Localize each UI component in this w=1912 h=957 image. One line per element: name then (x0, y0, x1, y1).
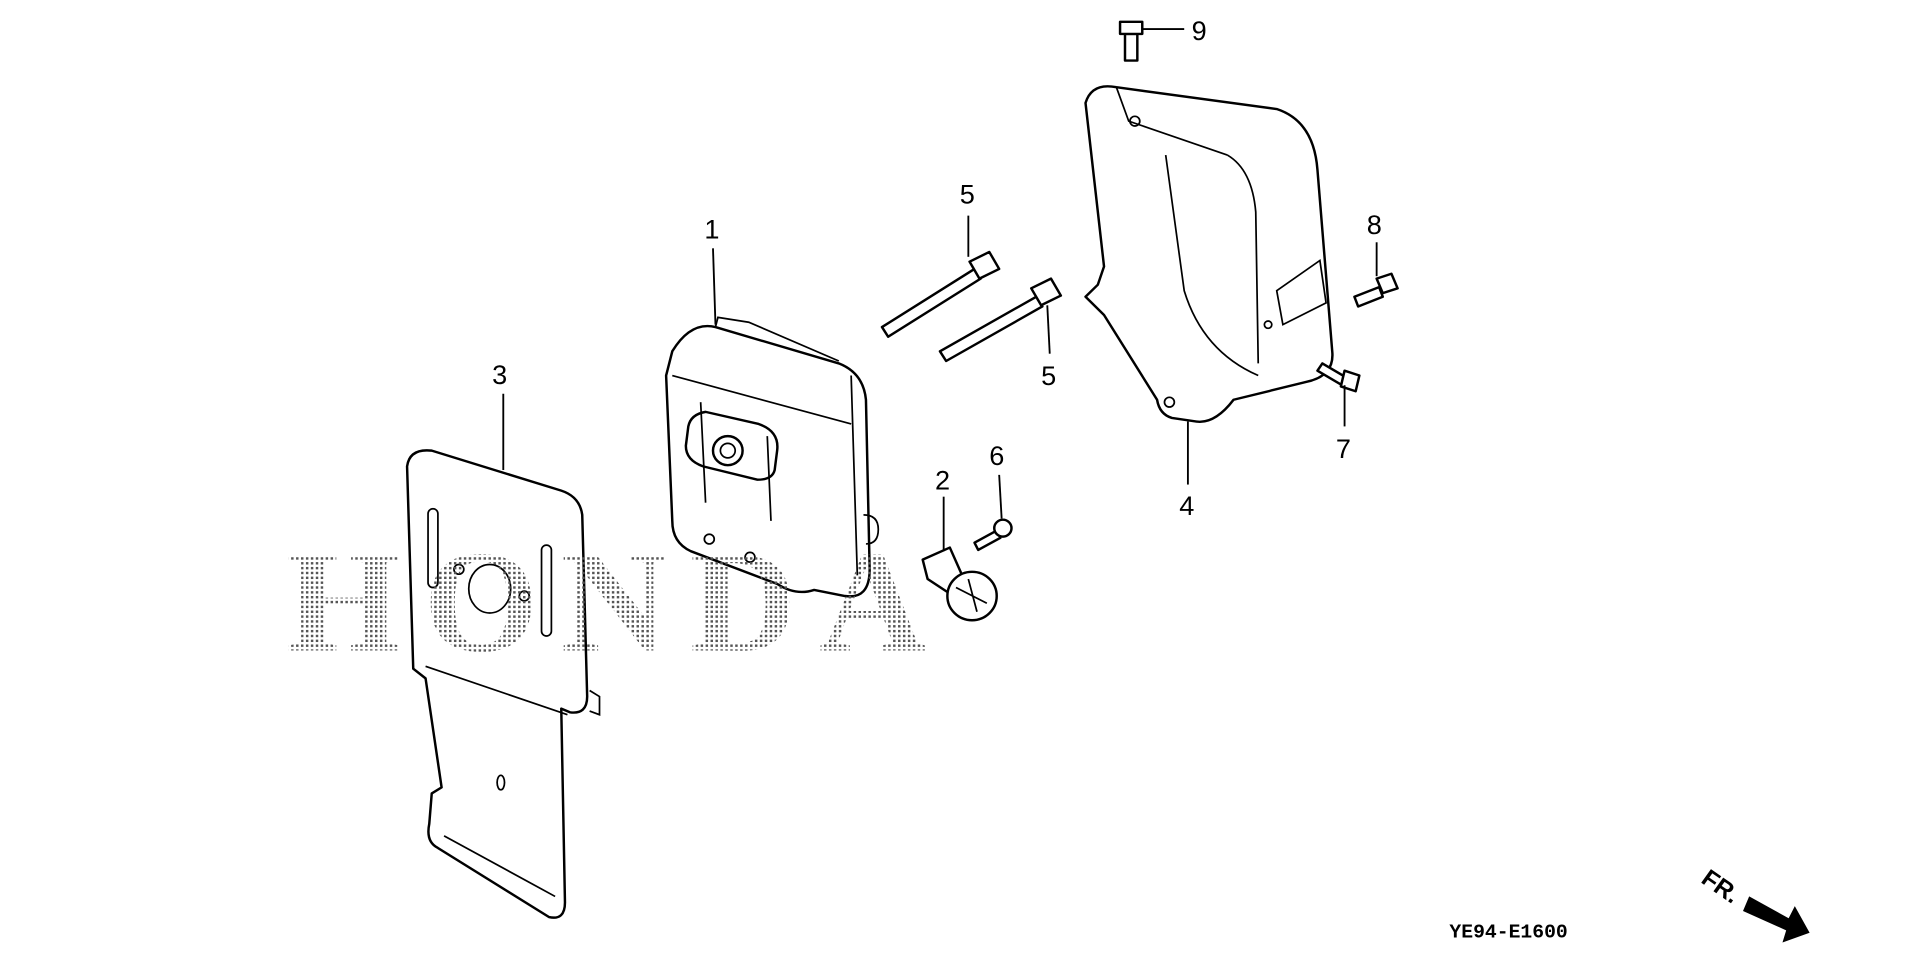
callout-8: 8 (1367, 210, 1382, 240)
part-4-protector[interactable] (1084, 85, 1334, 423)
part-6-screw[interactable] (973, 518, 1013, 552)
part-3-plate[interactable] (405, 449, 601, 919)
part-2-spark-arrester[interactable] (921, 546, 998, 622)
part-5-bolt-upper[interactable] (880, 250, 1001, 338)
part-5-bolt-lower[interactable] (938, 277, 1063, 363)
part-1-muffler[interactable] (664, 316, 880, 598)
part-8-bolt[interactable] (1353, 272, 1399, 308)
callout-7: 7 (1336, 434, 1351, 464)
callout-5-upper: 5 (960, 180, 975, 210)
callout-5-lower: 5 (1041, 361, 1056, 391)
part-7-bolt[interactable] (1316, 362, 1361, 393)
leader-lines (502, 28, 1378, 552)
callout-2: 2 (935, 466, 950, 496)
honda-watermark: HONDA (286, 521, 948, 683)
callout-4: 4 (1179, 491, 1194, 521)
callout-3: 3 (492, 360, 507, 390)
callout-9: 9 (1192, 16, 1207, 46)
front-label: FR. (1696, 865, 1744, 909)
callout-1: 1 (704, 215, 719, 245)
part-9-bolt[interactable] (1118, 20, 1144, 62)
callout-6: 6 (989, 441, 1004, 471)
front-arrow-icon (1743, 896, 1810, 943)
diagram-code: YE94-E1600 (1449, 922, 1567, 944)
front-direction-indicator: FR. (1696, 865, 1810, 943)
